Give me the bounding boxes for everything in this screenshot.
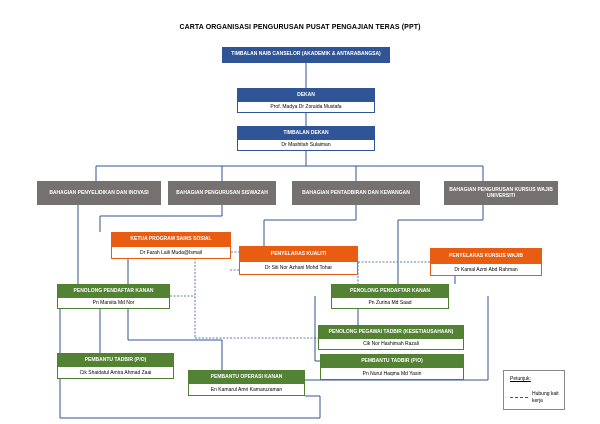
node-person: Dr Mashitah Sulaiman — [281, 142, 331, 148]
node-person: Dr Siti Nor Azhani Mohd Tohar — [264, 265, 333, 271]
node-title: PENYELARAS KUALITI — [240, 247, 357, 262]
node-title: KETUA PROGRAM SAINS SOSIAL — [112, 233, 230, 247]
node-title: PENOLONG PENDAFTAR KANAN — [58, 285, 169, 298]
node-title: PENOLONG PENDAFTAR KANAN — [332, 285, 448, 298]
legend-label: Hubung kait kerja — [532, 391, 559, 404]
node-timbalan-dekan: TIMBALAN DEKAN Dr Mashitah Sulaiman — [237, 126, 375, 151]
node-title: DEKAN — [238, 89, 374, 102]
node-title: TIMBALAN DEKAN — [238, 127, 374, 140]
node-pembantu-tadbir-1: PEMBANTU TADBIR (P/O) Cik Shaidatul Amir… — [57, 353, 174, 379]
node-timbalan-naib-canselor: TIMBALAN NAIB CANSELOR (AKADEMIK & ANTAR… — [222, 47, 390, 63]
node-person: Cik Nor Hashimah Razali — [363, 341, 419, 347]
node-person: Dr Farah Laili Muda@Ismail — [139, 249, 203, 256]
node-penyelaras-kualiti: PENYELARAS KUALITI Dr Siti Nor Azhani Mo… — [239, 246, 358, 275]
node-bahagian-penyelidikan: BAHAGIAN PENYELIDIKAN DAN INOVASI — [37, 181, 161, 205]
node-title: TIMBALAN NAIB CANSELOR (AKADEMIK & ANTAR… — [223, 48, 389, 62]
legend-title: Petunjuk: — [510, 376, 531, 382]
node-title: PENOLONG PEGAWAI TADBIR (KESETIAUSAHAAN) — [319, 326, 463, 339]
node-pembantu-operasi-kanan: PEMBANTU OPERASI KANAN En Kamarul Amri K… — [188, 370, 305, 396]
node-bahagian-kursus-wajib: BAHAGIAN PENGURUSAN KURSUS WAJIB UNIVERS… — [444, 181, 558, 205]
node-title: PEMBANTU TADBIR (P/O) — [321, 355, 463, 368]
node-bahagian-pentadbiran: BAHAGIAN PENTADBIRAN DAN KEWANGAN — [292, 181, 420, 205]
node-pembantu-tadbir-2: PEMBANTU TADBIR (P/O) Pn Nurul Haqma Md … — [320, 354, 464, 380]
chart-title: CARTA ORGANISASI PENGURUSAN PUSAT PENGAJ… — [179, 24, 421, 31]
node-person: Dr Kamal Azmi Abd Rahman — [454, 266, 518, 273]
node-title: PEMBANTU OPERASI KANAN — [189, 371, 304, 384]
node-penyelaras-kursus: PENYELARAS KURSUS WAJIB Dr Kamal Azmi Ab… — [430, 248, 542, 276]
node-person: En Kamarul Amri Kamaruzaman — [210, 386, 283, 393]
node-title: PENYELARAS KURSUS WAJIB — [431, 249, 541, 264]
legend-dashed-line — [510, 397, 528, 398]
node-penolong-pendaftar-2: PENOLONG PENDAFTAR KANAN Pn Zurina Md Sa… — [331, 284, 449, 309]
node-person: Pn Nurul Haqma Md Yasin — [362, 370, 422, 377]
legend: Petunjuk: Hubung kait kerja — [503, 370, 565, 410]
node-bahagian-siswazah: BAHAGIAN PENGURUSAN SISWAZAH — [168, 181, 276, 205]
node-ketua-program: KETUA PROGRAM SAINS SOSIAL Dr Farah Lail… — [111, 232, 231, 259]
node-penolong-pendaftar-1: PENOLONG PENDAFTAR KANAN Pn Marsita Md N… — [57, 284, 170, 309]
node-title: PEMBANTU TADBIR (P/O) — [58, 354, 173, 367]
node-person: Pn Marsita Md Nor — [92, 300, 135, 306]
node-person: Pn Zurina Md Saad — [368, 300, 412, 306]
node-dekan: DEKAN Prof. Madya Dr Zoraida Mustafa — [237, 88, 375, 113]
node-person: Prof. Madya Dr Zoraida Mustafa — [270, 104, 342, 110]
node-penolong-pegawai-tadbir: PENOLONG PEGAWAI TADBIR (KESETIAUSAHAAN)… — [318, 325, 464, 350]
node-person: Cik Shaidatul Amira Ahmad Zaai — [79, 369, 152, 376]
